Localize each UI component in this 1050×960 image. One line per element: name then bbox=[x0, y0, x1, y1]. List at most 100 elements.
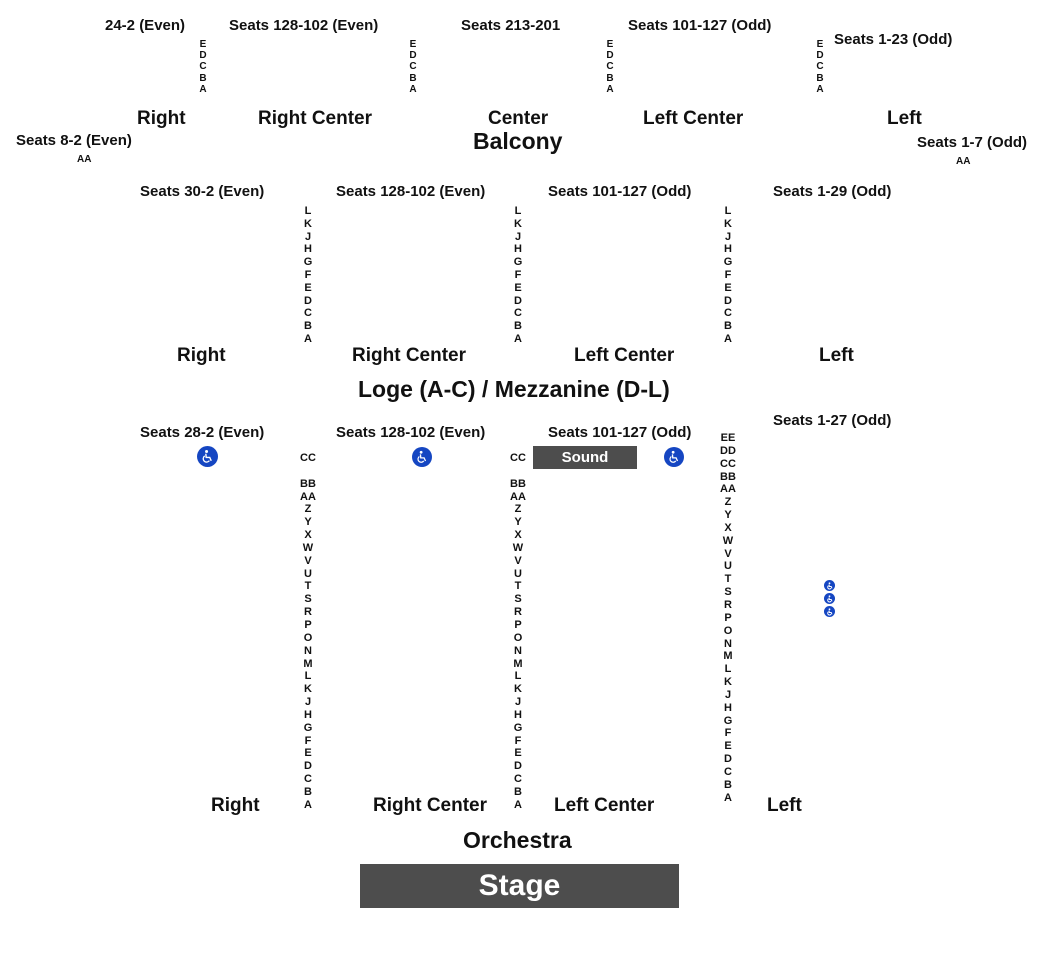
row-label: D bbox=[409, 50, 417, 62]
wheelchair-icon bbox=[664, 447, 684, 467]
row-label: T bbox=[514, 580, 522, 593]
row-label: Y bbox=[514, 516, 522, 529]
loge-section-left: Left bbox=[819, 345, 854, 366]
row-label: A bbox=[409, 83, 417, 95]
row-label: K bbox=[304, 683, 312, 696]
row-label: A bbox=[514, 798, 522, 811]
row-label: H bbox=[304, 243, 312, 256]
row-label: P bbox=[514, 618, 522, 631]
row-label: E bbox=[724, 740, 732, 753]
row-label: V bbox=[514, 554, 522, 567]
row-label: U bbox=[724, 560, 732, 573]
row-label: G bbox=[303, 256, 313, 269]
loge-left-seat-range: Seats 1-29 (Odd) bbox=[773, 183, 892, 200]
row-label: Z bbox=[304, 503, 312, 516]
row-label: L bbox=[724, 663, 732, 676]
row-label: D bbox=[606, 50, 614, 62]
row-label: V bbox=[304, 554, 312, 567]
row-label: R bbox=[724, 598, 732, 611]
row-label: F bbox=[304, 268, 312, 281]
balcony-left-center-seat-range: Seats 101-127 (Odd) bbox=[628, 17, 772, 34]
row-label: U bbox=[304, 567, 312, 580]
loge-section-right: Right bbox=[177, 345, 226, 366]
row-label bbox=[506, 465, 530, 478]
row-label: CC bbox=[300, 452, 316, 464]
row-label: J bbox=[724, 230, 732, 243]
row-label: B bbox=[514, 785, 522, 798]
row-label: D bbox=[816, 50, 824, 62]
row-label: X bbox=[304, 529, 312, 542]
balcony-right-center-seat-range: Seats 128-102 (Even) bbox=[229, 17, 379, 34]
row-label: B bbox=[409, 72, 417, 84]
row-label: G bbox=[513, 721, 523, 734]
row-label: J bbox=[514, 230, 522, 243]
row-label: D bbox=[304, 294, 312, 307]
row-label: D bbox=[199, 50, 207, 62]
orchestra-section-left: Left bbox=[767, 795, 802, 816]
row-label: B bbox=[304, 785, 312, 798]
wheelchair-icon bbox=[824, 606, 835, 617]
row-label: C bbox=[514, 773, 522, 786]
row-label: R bbox=[304, 606, 312, 619]
balcony-section-right-center: Right Center bbox=[258, 108, 372, 129]
row-label: X bbox=[514, 529, 522, 542]
row-label: Z bbox=[514, 503, 522, 516]
wheelchair-icon bbox=[824, 580, 835, 591]
row-label: CC bbox=[510, 452, 526, 464]
sound-booth: Sound bbox=[533, 446, 637, 469]
row-label: F bbox=[514, 734, 522, 747]
balcony-row-labels-right-center: E D C B A bbox=[401, 39, 425, 95]
row-label: U bbox=[514, 567, 522, 580]
row-label: V bbox=[724, 547, 732, 560]
row-label: DD bbox=[720, 444, 736, 457]
row-label: A bbox=[199, 83, 207, 95]
row-label: C bbox=[724, 307, 732, 320]
orchestra-section-right: Right bbox=[211, 795, 260, 816]
row-label: K bbox=[304, 217, 312, 230]
balcony-section-left-center: Left Center bbox=[643, 108, 744, 129]
row-label: W bbox=[302, 541, 314, 554]
row-label: AA bbox=[510, 490, 526, 503]
row-label: D bbox=[514, 760, 522, 773]
loge-right-seat-range: Seats 30-2 (Even) bbox=[140, 183, 265, 200]
row-label: H bbox=[514, 708, 522, 721]
row-label: BB bbox=[300, 477, 316, 490]
balcony-aa-right-seat-range: Seats 8-2 (Even) bbox=[16, 132, 132, 149]
row-label: J bbox=[304, 230, 312, 243]
loge-section-right-center: Right Center bbox=[352, 345, 466, 366]
balcony-title: Balcony bbox=[473, 128, 563, 154]
row-label: K bbox=[724, 217, 732, 230]
row-label: EE bbox=[720, 432, 736, 444]
row-label: L bbox=[304, 205, 312, 217]
row-label: N bbox=[514, 644, 522, 657]
balcony-section-right: Right bbox=[137, 108, 186, 129]
row-label: Z bbox=[724, 496, 732, 509]
row-label: O bbox=[303, 631, 313, 644]
row-label: A bbox=[304, 798, 312, 811]
row-label bbox=[296, 465, 320, 478]
row-label: D bbox=[724, 294, 732, 307]
row-label: G bbox=[723, 714, 733, 727]
row-label: C bbox=[409, 61, 417, 73]
row-label: N bbox=[304, 644, 312, 657]
wheelchair-icon bbox=[412, 447, 432, 467]
row-label: H bbox=[724, 701, 732, 714]
row-label: CC bbox=[720, 457, 736, 470]
row-label: F bbox=[514, 268, 522, 281]
row-label: M bbox=[303, 657, 313, 670]
row-label: P bbox=[304, 618, 312, 631]
row-label: B bbox=[199, 72, 207, 84]
row-label: X bbox=[724, 521, 732, 534]
balcony-row-labels-left-center: E D C B A bbox=[598, 39, 622, 95]
row-label: A bbox=[816, 83, 824, 95]
row-label: J bbox=[304, 696, 312, 709]
row-label: H bbox=[514, 243, 522, 256]
row-label: L bbox=[514, 205, 522, 217]
orchestra-title: Orchestra bbox=[463, 827, 572, 853]
row-label: E bbox=[816, 39, 824, 50]
loge-right-center-seat-range: Seats 128-102 (Even) bbox=[336, 183, 486, 200]
balcony-row-labels-left: E D C B A bbox=[808, 39, 832, 95]
